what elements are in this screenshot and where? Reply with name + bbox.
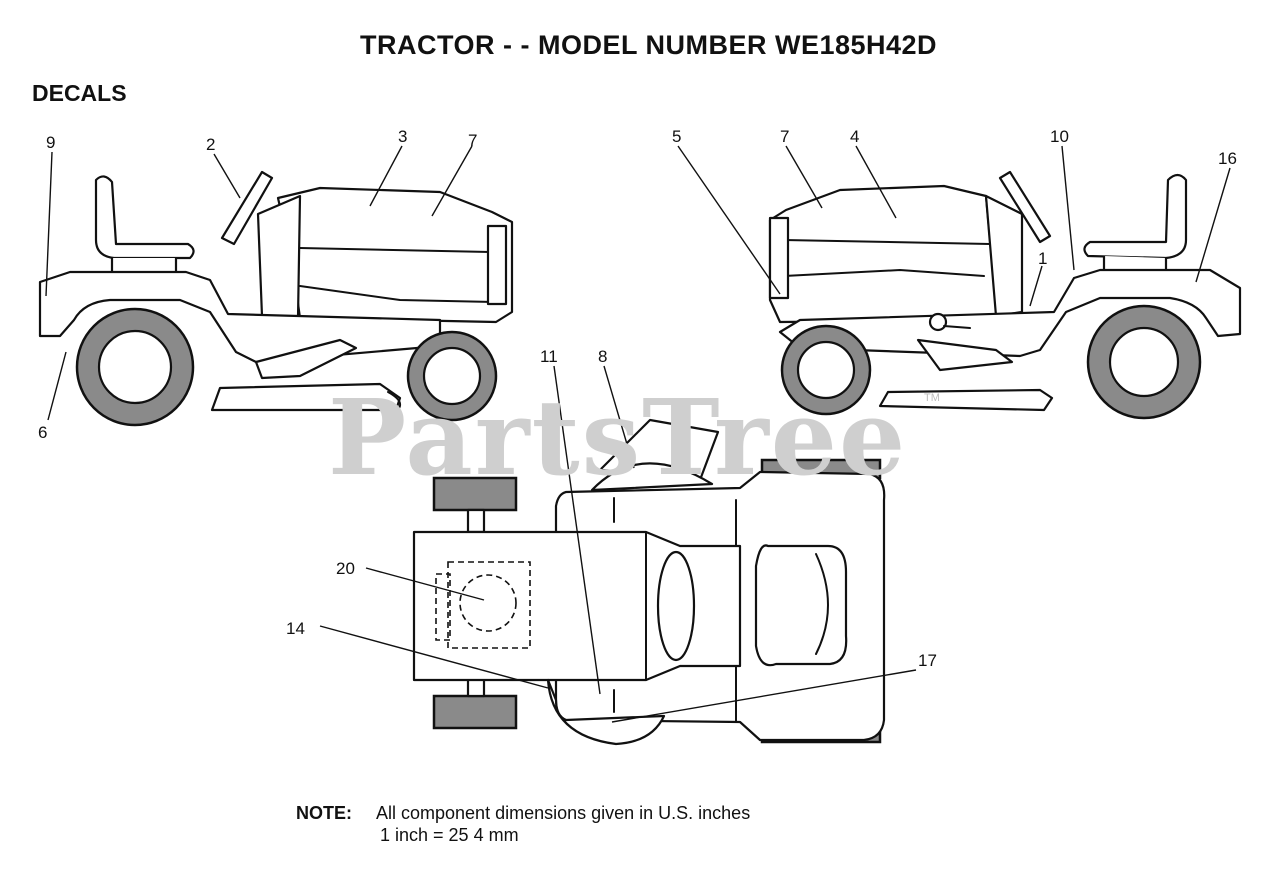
- leader-lines: [45, 145, 1231, 723]
- watermark-logo: PartsTree: [328, 376, 908, 499]
- right-side-tractor: [768, 170, 1242, 420]
- top-view-tractor: [412, 418, 886, 746]
- callout-8: 8: [598, 347, 607, 366]
- callout-1: 1: [1038, 249, 1047, 268]
- note-line1: All component dimensions given in U.S. i…: [376, 803, 751, 823]
- callout-9: 9: [46, 133, 55, 152]
- note: NOTE: All component dimensions given in U…: [296, 802, 750, 846]
- callout-7-right: 7: [780, 127, 789, 146]
- callout-7-left: 7: [468, 131, 477, 150]
- callout-17: 17: [918, 651, 937, 670]
- callout-16: 16: [1218, 149, 1237, 168]
- callout-4: 4: [850, 127, 859, 146]
- callout-5: 5: [672, 127, 681, 146]
- callout-2: 2: [206, 135, 215, 154]
- callout-10: 10: [1050, 127, 1069, 146]
- callout-20: 20: [336, 559, 355, 578]
- note-label: NOTE:: [296, 803, 352, 823]
- page-title: TRACTOR - - MODEL NUMBER WE185H42D: [360, 30, 938, 60]
- section-label: DECALS: [32, 80, 127, 106]
- callout-3: 3: [398, 127, 407, 146]
- left-side-tractor: [38, 170, 514, 427]
- note-line2: 1 inch = 25 4 mm: [380, 825, 519, 845]
- callout-6: 6: [38, 423, 47, 442]
- callouts: 9 2 3 7 6 5 7 4 10 16 1 11 8 20 14 17: [38, 127, 1237, 670]
- callout-14: 14: [286, 619, 305, 638]
- callout-11: 11: [540, 347, 558, 366]
- watermark-trademark: TM: [924, 392, 940, 404]
